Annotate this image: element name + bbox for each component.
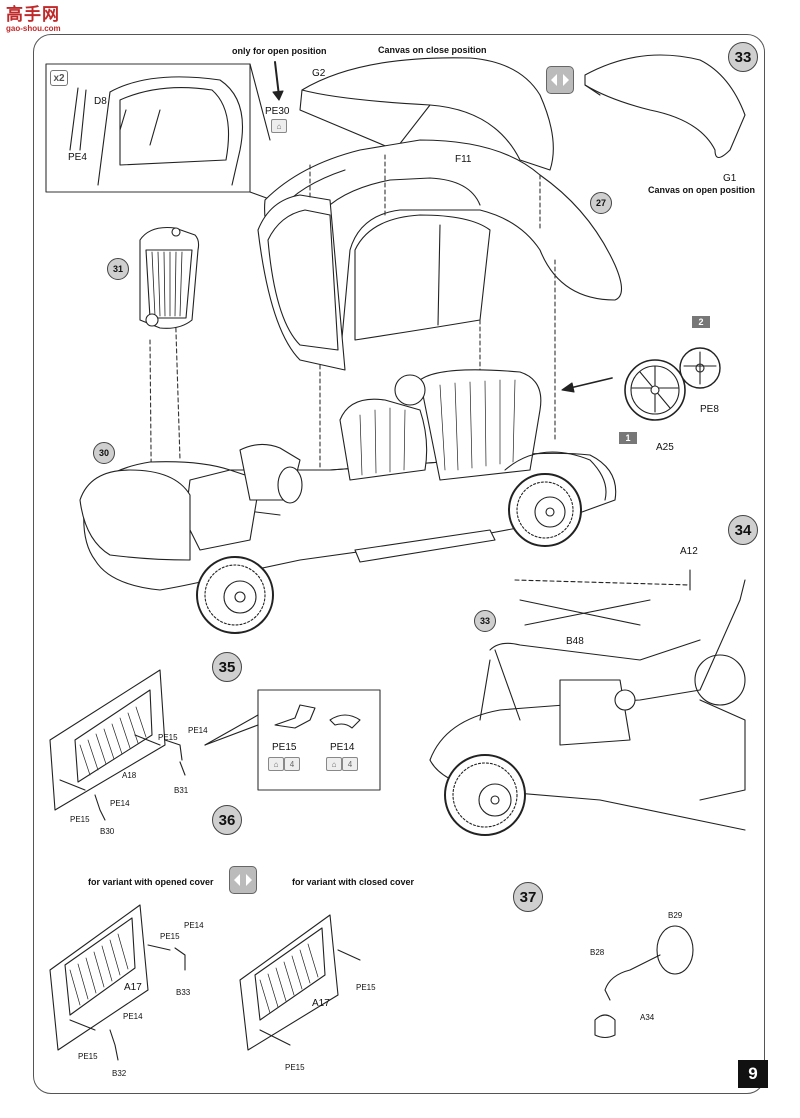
part-label-d8: D8	[94, 96, 107, 107]
watermark-sub: gao-shou.com	[6, 24, 61, 33]
part-label-a17: A17	[312, 998, 330, 1009]
page-frame	[33, 34, 765, 1094]
part-label-pe15: PE15	[160, 932, 180, 941]
part-label-a18: A18	[122, 771, 137, 780]
part-label-pe14: PE14	[123, 1012, 143, 1021]
part-label-a25: A25	[656, 442, 674, 453]
part-label-pe15: PE15	[285, 1063, 305, 1072]
tag-step-2: 2	[692, 316, 710, 328]
part-label-b28: B28	[590, 948, 605, 957]
quantity-x4-icon: 4	[342, 757, 358, 771]
quantity-x4-icon: 4	[284, 757, 300, 771]
part-label-g1: G1	[723, 173, 737, 184]
part-label-pe4: PE4	[68, 152, 87, 163]
part-label-a17: A17	[124, 982, 142, 993]
part-label-pe15: PE15	[356, 983, 376, 992]
part-label-pe14: PE14	[110, 799, 130, 808]
part-label-g2: G2	[312, 68, 326, 79]
note-variant-opened: for variant with opened cover	[88, 877, 214, 887]
note-only-open: only for open position	[232, 46, 327, 56]
step-36-badge: 36	[212, 805, 242, 835]
part-label-pe14: PE14	[184, 921, 204, 930]
part-label-b31: B31	[174, 786, 189, 795]
note-variant-closed: for variant with closed cover	[292, 877, 415, 887]
part-label-b32: B32	[112, 1069, 127, 1078]
photo-etch-icon: ⌂	[268, 757, 284, 771]
note-canvas-open: Canvas on open position	[648, 185, 756, 195]
part-label-pe30: PE30	[265, 106, 290, 117]
step-33-badge: 33	[728, 42, 758, 72]
part-label-f11: F11	[455, 154, 472, 165]
ref-step-33: 33	[474, 610, 496, 632]
tag-step-1: 1	[619, 432, 637, 444]
step-35-badge: 35	[212, 652, 242, 682]
photo-etch-icon: ⌂	[326, 757, 342, 771]
alternative-icon	[229, 866, 257, 894]
watermark-main: 高手网	[6, 5, 60, 25]
ref-step-31: 31	[107, 258, 129, 280]
step-37-badge: 37	[513, 882, 543, 912]
part-label-pe15: PE15	[158, 733, 178, 742]
part-label-b48: B48	[566, 636, 584, 647]
ref-step-27: 27	[590, 192, 612, 214]
part-label-pe8: PE8	[700, 404, 719, 415]
photo-etch-icon: ⌂	[271, 119, 287, 133]
note-canvas-close: Canvas on close position	[378, 45, 487, 55]
part-label-pe15: PE15	[70, 815, 90, 824]
inset-label-pe15: PE15	[272, 742, 297, 753]
part-label-b29: B29	[668, 911, 683, 920]
ref-step-30: 30	[93, 442, 115, 464]
part-label-pe14: PE14	[188, 726, 208, 735]
page-number: 9	[738, 1060, 768, 1088]
step-34-badge: 34	[728, 515, 758, 545]
part-label-b30: B30	[100, 827, 115, 836]
alternative-icon	[546, 66, 574, 94]
inset-label-pe14: PE14	[330, 742, 355, 753]
quantity-badge: x2	[50, 70, 68, 86]
watermark-logo: 高手网 gao-shou.com	[6, 6, 72, 36]
part-label-a12: A12	[680, 546, 698, 557]
detail-inset-frame	[45, 63, 251, 193]
part-label-pe15: PE15	[78, 1052, 98, 1061]
part-label-b33: B33	[176, 988, 191, 997]
part-label-a34: A34	[640, 1013, 655, 1022]
